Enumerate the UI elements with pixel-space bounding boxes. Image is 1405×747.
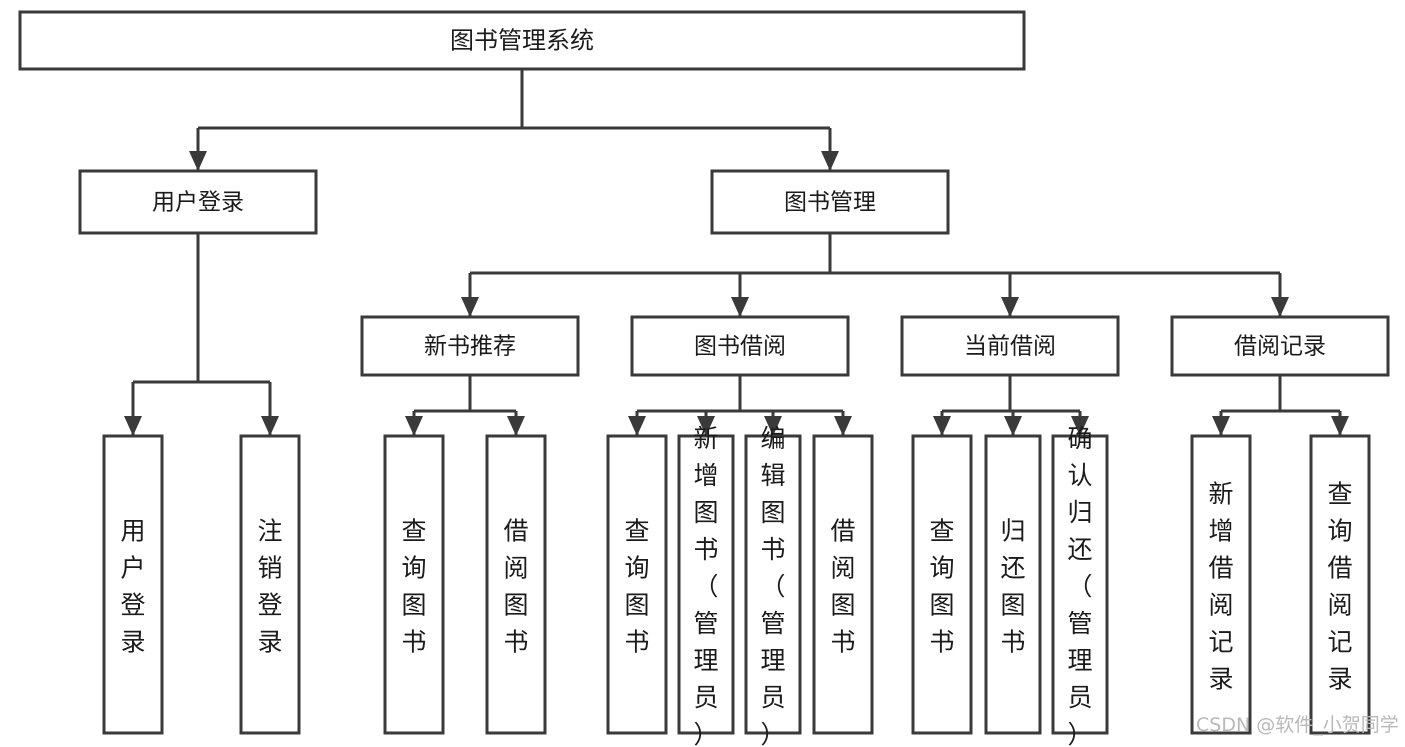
node-label-book-borrow: 图书借阅 xyxy=(694,334,786,360)
edge-book-borrow-arrow-1 xyxy=(697,416,715,436)
node-box-leaf-query-book-3 xyxy=(911,434,973,735)
node-label-leaf-borrow-book-1: 借阅图书 xyxy=(503,517,528,657)
node-leaf-confirm-return-admin[interactable]: 确认归还（管理员） xyxy=(1051,424,1109,747)
node-label-leaf-add-borrow-record: 新增借阅记录 xyxy=(1208,480,1233,694)
edge-borrow-record-arrow-0 xyxy=(1212,416,1230,436)
edge-book-borrow-arrow-0 xyxy=(628,416,646,436)
edge-book-management-arrow-1 xyxy=(731,297,749,317)
node-label-leaf-query-book-3: 查询图书 xyxy=(929,517,954,657)
node-label-book-management: 图书管理 xyxy=(784,190,876,216)
edge-new-book-recommend-arrow-1 xyxy=(507,416,525,436)
node-label-leaf-query-borrow-record: 查询借阅记录 xyxy=(1327,480,1352,694)
node-book-management[interactable]: 图书管理 xyxy=(710,169,950,235)
edge-current-borrow-arrow-2 xyxy=(1071,416,1089,436)
node-leaf-borrow-book-2[interactable]: 借阅图书 xyxy=(812,434,874,735)
node-box-leaf-borrow-book-1 xyxy=(485,434,547,735)
edge-current-borrow-arrow-1 xyxy=(1004,416,1022,436)
edge-root-arrow-0 xyxy=(189,151,207,171)
node-leaf-borrow-book-1[interactable]: 借阅图书 xyxy=(485,434,547,735)
node-leaf-query-borrow-record[interactable]: 查询借阅记录 xyxy=(1309,434,1371,735)
node-leaf-add-book-admin[interactable]: 新增图书（管理员） xyxy=(677,424,735,747)
node-label-leaf-user-login: 用户登录 xyxy=(120,517,145,657)
node-current-borrow[interactable]: 当前借阅 xyxy=(900,315,1120,377)
node-label-root: 图书管理系统 xyxy=(450,27,594,55)
edge-book-management-arrow-0 xyxy=(461,297,479,317)
node-user-login[interactable]: 用户登录 xyxy=(78,169,318,235)
node-box-leaf-user-logout xyxy=(239,434,301,735)
node-leaf-query-book-3[interactable]: 查询图书 xyxy=(911,434,973,735)
node-leaf-query-book-2[interactable]: 查询图书 xyxy=(606,434,668,735)
node-box-leaf-confirm-return-admin xyxy=(1051,434,1109,735)
node-box-leaf-add-book-admin xyxy=(677,434,735,735)
node-box-user-login xyxy=(78,169,318,235)
edge-book-management-arrow-3 xyxy=(1271,297,1289,317)
node-box-leaf-borrow-book-2 xyxy=(812,434,874,735)
node-new-book-recommend[interactable]: 新书推荐 xyxy=(360,315,580,377)
node-leaf-user-login[interactable]: 用户登录 xyxy=(102,434,164,735)
node-label-leaf-edit-book-admin: 编辑图书（管理员） xyxy=(760,424,785,747)
node-box-new-book-recommend xyxy=(360,315,580,377)
node-label-leaf-borrow-book-2: 借阅图书 xyxy=(830,517,855,657)
node-label-new-book-recommend: 新书推荐 xyxy=(424,334,516,360)
edge-root-arrow-1 xyxy=(821,151,839,171)
node-label-borrow-record: 借阅记录 xyxy=(1234,334,1326,360)
node-label-leaf-confirm-return-admin: 确认归还（管理员） xyxy=(1067,424,1092,747)
node-borrow-record[interactable]: 借阅记录 xyxy=(1170,315,1390,377)
edge-user-login-arrow-1 xyxy=(261,416,279,436)
node-label-leaf-return-book: 归还图书 xyxy=(1000,517,1025,657)
node-box-leaf-query-book-2 xyxy=(606,434,668,735)
node-leaf-return-book[interactable]: 归还图书 xyxy=(984,434,1042,735)
edge-book-management-arrow-2 xyxy=(1001,297,1019,317)
edge-borrow-record-arrow-1 xyxy=(1331,416,1349,436)
node-label-user-login: 用户登录 xyxy=(152,190,244,216)
node-layer: 图书管理系统用户登录图书管理新书推荐图书借阅当前借阅借阅记录用户登录注销登录查询… xyxy=(18,10,1390,747)
node-label-leaf-query-book-1: 查询图书 xyxy=(401,517,426,657)
node-box-leaf-add-borrow-record xyxy=(1190,434,1252,735)
node-box-leaf-edit-book-admin xyxy=(744,434,802,735)
node-label-leaf-query-book-2: 查询图书 xyxy=(624,517,649,657)
node-book-borrow[interactable]: 图书借阅 xyxy=(630,315,850,377)
edge-book-borrow-arrow-2 xyxy=(764,416,782,436)
csdn-watermark: CSDN @软件_小贺同学 xyxy=(1196,714,1399,736)
node-label-leaf-user-logout: 注销登录 xyxy=(257,517,282,657)
node-label-leaf-add-book-admin: 新增图书（管理员） xyxy=(693,424,718,747)
node-box-leaf-user-login xyxy=(102,434,164,735)
node-box-book-management xyxy=(710,169,950,235)
node-box-current-borrow xyxy=(900,315,1120,377)
node-box-leaf-return-book xyxy=(984,434,1042,735)
edge-current-borrow-arrow-0 xyxy=(933,416,951,436)
node-box-leaf-query-book-1 xyxy=(383,434,445,735)
node-leaf-user-logout[interactable]: 注销登录 xyxy=(239,434,301,735)
edge-book-borrow-arrow-3 xyxy=(834,416,852,436)
node-label-current-borrow: 当前借阅 xyxy=(964,334,1056,360)
node-leaf-add-borrow-record[interactable]: 新增借阅记录 xyxy=(1190,434,1252,735)
node-box-root xyxy=(18,10,1026,71)
node-box-leaf-query-borrow-record xyxy=(1309,434,1371,735)
node-leaf-edit-book-admin[interactable]: 编辑图书（管理员） xyxy=(744,424,802,747)
edge-layer xyxy=(124,69,1349,436)
edge-new-book-recommend-arrow-0 xyxy=(405,416,423,436)
node-leaf-query-book-1[interactable]: 查询图书 xyxy=(383,434,445,735)
node-root[interactable]: 图书管理系统 xyxy=(18,10,1026,71)
node-box-book-borrow xyxy=(630,315,850,377)
node-box-borrow-record xyxy=(1170,315,1390,377)
edge-user-login-arrow-0 xyxy=(124,416,142,436)
